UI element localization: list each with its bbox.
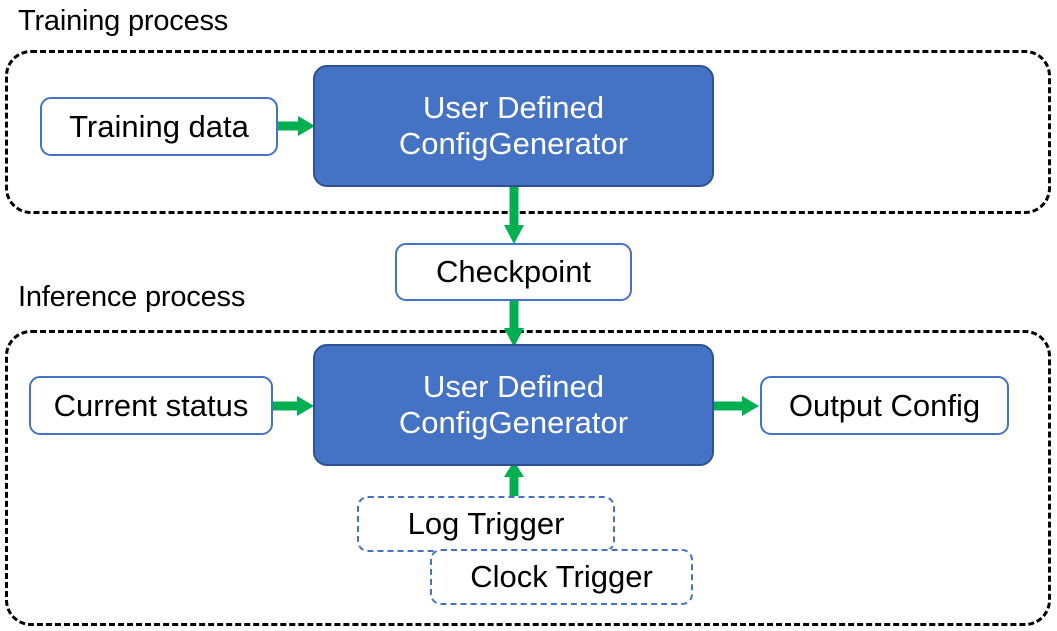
node-current-status-label: Current status bbox=[53, 387, 249, 423]
inference-process-container bbox=[5, 330, 1051, 626]
node-training-data[interactable]: Training data bbox=[40, 97, 278, 156]
node-config-generator-inference-line2: ConfigGenerator bbox=[398, 405, 629, 440]
node-config-generator-training[interactable]: User Defined ConfigGenerator bbox=[313, 65, 714, 187]
arrow-generator-to-output-config bbox=[714, 392, 762, 420]
node-clock-trigger-label: Clock Trigger bbox=[470, 559, 653, 595]
arrow-training-data-to-generator bbox=[278, 112, 318, 140]
node-current-status[interactable]: Current status bbox=[29, 376, 273, 435]
node-log-trigger[interactable]: Log Trigger bbox=[357, 496, 615, 552]
node-training-data-label: Training data bbox=[69, 108, 249, 144]
arrow-generator-to-checkpoint bbox=[500, 183, 528, 247]
node-config-generator-inference-line1: User Defined bbox=[423, 369, 604, 405]
node-checkpoint[interactable]: Checkpoint bbox=[395, 243, 632, 301]
node-config-generator-training-line2: ConfigGenerator bbox=[398, 126, 629, 161]
training-process-label: Training process bbox=[18, 5, 229, 37]
node-checkpoint-label: Checkpoint bbox=[435, 254, 592, 290]
node-log-trigger-label: Log Trigger bbox=[407, 506, 565, 542]
arrow-current-status-to-generator bbox=[273, 392, 317, 420]
node-clock-trigger[interactable]: Clock Trigger bbox=[430, 549, 693, 605]
node-output-config[interactable]: Output Config bbox=[760, 376, 1009, 435]
node-config-generator-inference[interactable]: User Defined ConfigGenerator bbox=[313, 344, 714, 466]
arrow-checkpoint-to-generator bbox=[500, 298, 528, 350]
node-config-generator-inference-label: User Defined ConfigGenerator bbox=[399, 369, 628, 441]
node-config-generator-training-label: User Defined ConfigGenerator bbox=[399, 90, 628, 162]
inference-process-label: Inference process bbox=[18, 281, 246, 313]
node-output-config-label: Output Config bbox=[788, 387, 981, 423]
node-config-generator-training-line1: User Defined bbox=[423, 90, 604, 126]
training-process-container bbox=[5, 50, 1051, 214]
